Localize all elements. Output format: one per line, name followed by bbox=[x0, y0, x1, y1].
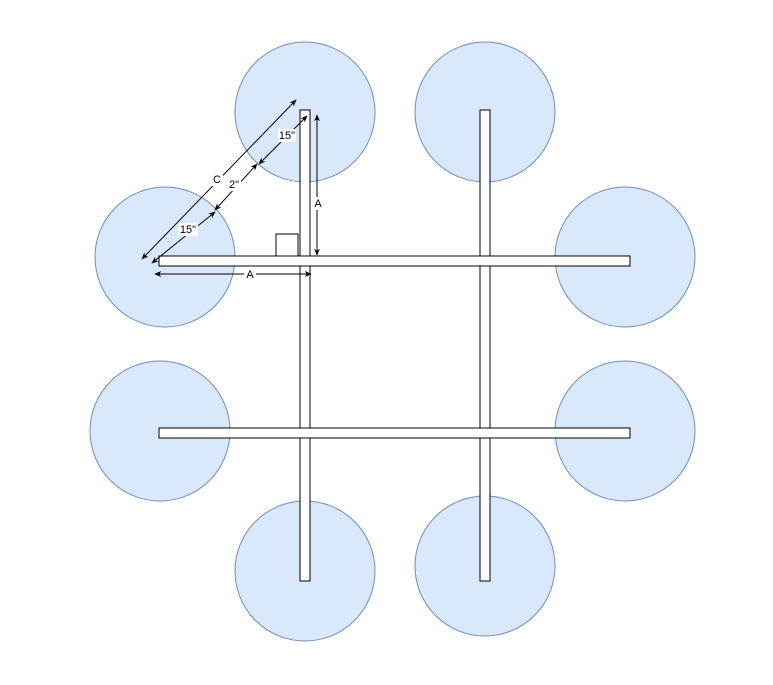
beams bbox=[158, 109, 631, 582]
labels: C 15" 2" 15" A A bbox=[180, 130, 322, 281]
label-15-bottom: 15" bbox=[180, 224, 196, 236]
beam-horizontal-bottom bbox=[158, 427, 631, 439]
label-15-top: 15" bbox=[279, 130, 295, 142]
label-a-horizontal: A bbox=[246, 269, 254, 281]
beam-vertical-right bbox=[479, 109, 491, 582]
label-backgrounds bbox=[178, 129, 324, 281]
right-angle-marker bbox=[275, 233, 299, 257]
label-a-vertical: A bbox=[314, 198, 322, 210]
beam-vertical-left bbox=[299, 109, 311, 582]
beam-horizontal-top bbox=[158, 255, 631, 267]
dimension-15-bottom-line bbox=[151, 211, 216, 264]
label-c: C bbox=[213, 174, 221, 186]
pads bbox=[89, 41, 696, 642]
label-2-middle: 2" bbox=[229, 179, 239, 191]
